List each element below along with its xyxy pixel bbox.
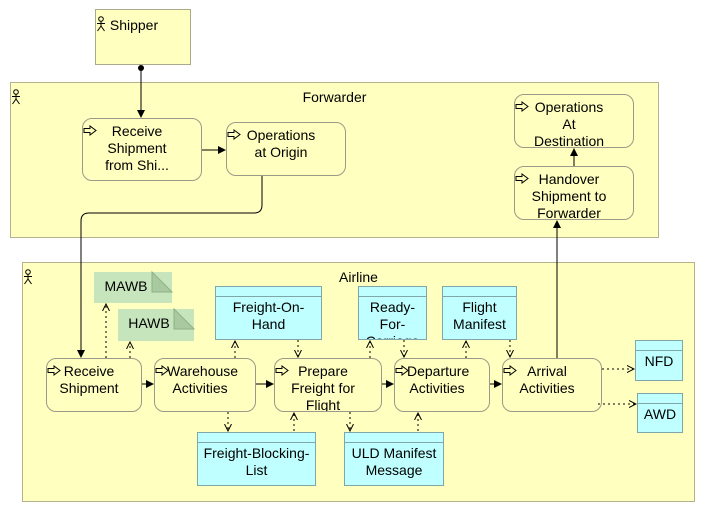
object-label: NFD bbox=[644, 353, 674, 369]
process-departure-activities[interactable]: Departure Activities bbox=[394, 358, 490, 412]
shipper-actor[interactable]: Shipper bbox=[95, 9, 191, 65]
process-arrow-icon bbox=[83, 125, 97, 136]
representation-label: MAWB bbox=[104, 278, 148, 294]
process-arrow-icon bbox=[227, 129, 241, 140]
object-label: AWD bbox=[643, 406, 677, 422]
process-arrow-icon bbox=[515, 173, 529, 184]
process-label: Receive Shipment from Shi... bbox=[105, 123, 169, 173]
object-label: Freight-Blocking-List bbox=[203, 445, 310, 478]
process-operations-at-destination[interactable]: Operations At Destination bbox=[514, 94, 634, 148]
process-arrow-icon bbox=[47, 365, 61, 376]
object-label: Freight-On-Hand bbox=[232, 299, 305, 332]
object-uld-manifest-message[interactable]: ULD Manifest Message bbox=[344, 432, 444, 486]
actor-icon bbox=[24, 269, 32, 285]
representation-mawb[interactable]: MAWB bbox=[94, 272, 172, 303]
process-warehouse-activities[interactable]: Warehouse Activities bbox=[154, 358, 256, 412]
airline-title: Airline bbox=[339, 269, 378, 285]
process-label: Handover Shipment to Forwarder bbox=[531, 171, 607, 220]
process-label: Warehouse Activities bbox=[167, 363, 239, 396]
process-prepare-freight-for-flight[interactable]: Prepare Freight for Flight bbox=[274, 358, 382, 412]
process-label: Operations at Origin bbox=[246, 127, 316, 160]
process-label: Receive Shipment bbox=[59, 363, 119, 396]
process-arrow-icon bbox=[155, 365, 169, 376]
actor-icon bbox=[12, 89, 20, 105]
process-arrival-activities[interactable]: Arrival Activities bbox=[502, 358, 602, 412]
process-operations-at-origin[interactable]: Operations at Origin bbox=[226, 122, 346, 176]
process-arrow-icon bbox=[503, 365, 517, 376]
object-nfd[interactable]: NFD bbox=[635, 340, 683, 381]
process-arrow-icon bbox=[275, 365, 289, 376]
representation-label: HAWB bbox=[128, 315, 170, 331]
process-handover-shipment[interactable]: Handover Shipment to Forwarder bbox=[514, 166, 634, 220]
object-awd[interactable]: AWD bbox=[637, 393, 683, 433]
forwarder-title: Forwarder bbox=[302, 89, 367, 105]
process-label: Departure Activities bbox=[407, 363, 470, 396]
process-arrow-icon bbox=[515, 101, 529, 112]
object-label: ULD Manifest Message bbox=[351, 445, 437, 478]
process-receive-shipment-from-shipper[interactable]: Receive Shipment from Shi... bbox=[82, 118, 202, 181]
object-flight-manifest[interactable]: Flight Manifest bbox=[442, 286, 517, 340]
representation-hawb[interactable]: HAWB bbox=[118, 309, 194, 341]
process-label: Arrival Activities bbox=[519, 363, 575, 396]
object-label: Flight Manifest bbox=[453, 299, 506, 332]
object-ready-for-carriage[interactable]: Ready-For-Carriage bbox=[358, 286, 427, 340]
shipper-label: Shipper bbox=[109, 17, 159, 33]
object-label: Ready-For-Carriage bbox=[366, 299, 420, 339]
process-label: Prepare Freight for Flight bbox=[291, 363, 355, 412]
object-freight-on-hand[interactable]: Freight-On-Hand bbox=[215, 286, 322, 340]
process-arrow-icon bbox=[395, 365, 409, 376]
process-label: Operations At Destination bbox=[533, 99, 605, 148]
actor-icon bbox=[97, 16, 105, 32]
process-receive-shipment[interactable]: Receive Shipment bbox=[46, 358, 142, 412]
object-freight-blocking-list[interactable]: Freight-Blocking-List bbox=[197, 432, 316, 486]
